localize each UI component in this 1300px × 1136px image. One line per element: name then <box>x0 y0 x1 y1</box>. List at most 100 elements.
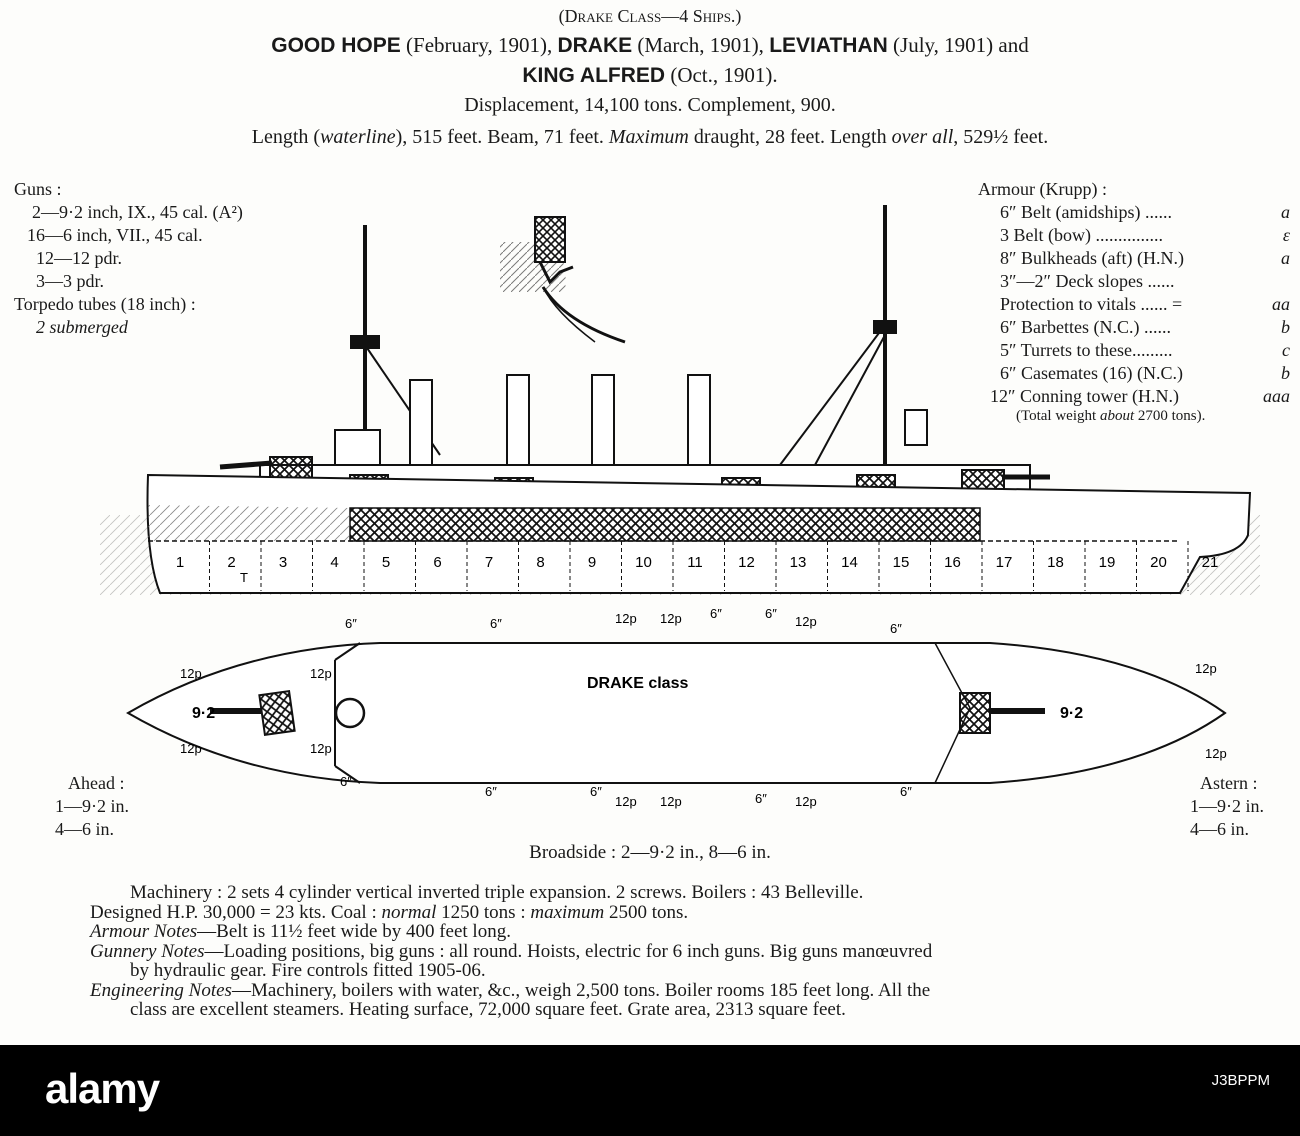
deck-plan: DRAKE class 9·2 9·2 6″ 6″ 6″ 6″ 6″ 12p 12p 12p 1… <box>126 606 1227 809</box>
ahead-guns: 1—9·2 in. 4—6 in. <box>55 795 129 841</box>
compartment-number: 3 <box>279 554 287 571</box>
gunnery-note: Gunnery Notes—Loading positions, big gun… <box>90 940 933 962</box>
gun-position-label: 12p <box>180 741 202 756</box>
compartment-number: 5 <box>382 554 390 571</box>
armour-item: Protection to vitals ...... =aa <box>978 293 1290 316</box>
armour-item-grade: aaa <box>1263 386 1290 406</box>
ahead-gun-2: 4—6 in. <box>55 819 115 839</box>
compartment-number: 20 <box>1150 554 1167 571</box>
ahead-gun-1: 1—9·2 in. <box>55 796 129 816</box>
armour-item: 6″ Casemates (16) (N.C.) b <box>978 362 1290 385</box>
aft-9-2-label: 9·2 <box>1060 705 1083 722</box>
plan-class-label: DRAKE class <box>587 675 688 692</box>
compartment-number: 7 <box>485 554 493 571</box>
engineering-note-cont: class are excellent steamers. Heating su… <box>130 999 846 1020</box>
gun-position-label: 6″ <box>890 621 902 636</box>
brand-logo: alamy <box>45 1065 160 1112</box>
ship-names-line-1: GOOD HOPE (February, 1901), DRAKE (March… <box>0 33 1300 58</box>
ahead-title: Ahead : <box>68 773 125 793</box>
compartment-number: 12 <box>738 554 755 571</box>
funnel <box>591 374 615 471</box>
gun-position-label: 6″ <box>340 774 352 789</box>
dimensions-line: Length (waterline), 515 feet. Beam, 71 f… <box>251 126 1049 148</box>
ship-date-leviathan: (July, 1901) and <box>893 33 1029 57</box>
gun-item: 2—9·2 inch, IX., 45 cal. (A²) <box>32 202 243 222</box>
gun-position-label: 6″ <box>765 606 777 621</box>
armour-total: (Total weight about 2700 tons). <box>1016 408 1206 424</box>
ship-name-drake: DRAKE <box>557 34 633 57</box>
compartment-number: 21 <box>1202 554 1219 571</box>
gun-position-label: 12p <box>615 611 637 626</box>
compartment-number: 13 <box>790 554 807 571</box>
gun-position-label: 12p <box>1205 746 1227 761</box>
armour-item-grade: b <box>1281 363 1290 383</box>
ship-name-good-hope: GOOD HOPE <box>271 34 401 57</box>
compartment-number: 6 <box>433 554 441 571</box>
stock-banner <box>0 1045 1300 1136</box>
torpedo-tube-mark: T <box>240 570 248 585</box>
gunnery-note-cont: by hydraulic gear. Fire controls fitted … <box>130 960 486 981</box>
compartment-number: 16 <box>944 554 961 571</box>
gun-item: 3—3 pdr. <box>36 271 105 291</box>
compartment-number: 17 <box>996 554 1013 571</box>
gun-position-label: 12p <box>795 794 817 809</box>
compartment-number: 4 <box>330 554 338 571</box>
gun-position-label: 12p <box>1195 661 1217 676</box>
compartment-number: 19 <box>1099 554 1116 571</box>
fore-9-2-label: 9·2 <box>192 705 215 722</box>
armour-item-label: 6″ Barbettes (N.C.) ...... <box>1000 317 1171 337</box>
ship-names-line-2: KING ALFRED (Oct., 1901). <box>0 63 1300 88</box>
ahead-block: Ahead : <box>68 772 124 795</box>
notes-block: Machinery : 2 sets 4 cylinder vertical i… <box>90 883 1270 1020</box>
compartment-number: 14 <box>841 554 858 571</box>
armour-item-grade: b <box>1281 317 1290 337</box>
guns-block: Guns : 2—9·2 inch, IX., 45 cal. (A²) 16—… <box>14 178 243 339</box>
compartment-number: 15 <box>893 554 910 571</box>
gun-position-label: 6″ <box>345 616 357 631</box>
armour-block: Armour (Krupp) : 6″ Belt (amidships) ...… <box>978 178 1290 424</box>
armour-item-grade: ε <box>1282 225 1290 245</box>
class-line: (Drake Class—4 Ships.) <box>558 6 742 26</box>
ship-date-drake: (March, 1901), <box>637 33 764 57</box>
funnel <box>409 379 433 471</box>
armour-item-grade: a <box>1281 202 1290 222</box>
funnel <box>506 374 530 471</box>
armour-item-grade: c <box>1282 340 1290 360</box>
compartment-number: 8 <box>536 554 544 571</box>
guns-title: Guns : <box>14 179 62 199</box>
armour-item: 6″ Barbettes (N.C.) ...... b <box>978 316 1290 339</box>
armour-item-label: Protection to vitals ...... = <box>1000 294 1183 314</box>
astern-title: Astern : <box>1200 773 1258 793</box>
gun-item: 12—12 pdr. <box>36 248 123 268</box>
ship-name-king-alfred: KING ALFRED <box>522 64 666 87</box>
gun-position-label: 6″ <box>590 784 602 799</box>
torpedo-detail: 2 submerged <box>36 317 128 337</box>
armour-item-label: 3 Belt (bow) ............... <box>1000 225 1163 245</box>
ship-date-good-hope: (February, 1901), <box>406 33 553 57</box>
gun-item: 16—6 inch, VII., 45 cal. <box>27 225 203 245</box>
compartment-number: 11 <box>687 554 703 571</box>
armour-item: 3 Belt (bow) ............... ε <box>978 224 1290 247</box>
image-id: J3BPPM <box>1211 1072 1270 1089</box>
armour-item: 5″ Turrets to these.........c <box>978 339 1290 362</box>
armour-note: Armour Notes—Belt is 11½ feet wide by 40… <box>90 921 511 942</box>
gun-position-label: 6″ <box>755 791 767 806</box>
secondary-gun-positions: 6″ 6″ 6″ 6″ 6″ 12p 12p 12p 12p 12p 12p 12p 12p 12p 6″ 6… <box>180 606 1227 809</box>
gun-position-label: 12p <box>310 666 332 681</box>
armour-item-label: 8″ Bulkheads (aft) (H.N.) <box>1000 248 1184 268</box>
gun-position-label: 12p <box>615 794 637 809</box>
torpedo-title: Torpedo tubes (18 inch) : <box>14 294 196 314</box>
armour-item-label: 6″ Casemates (16) (N.C.) <box>1000 363 1183 383</box>
armour-item-label: 12″ Conning tower (H.N.) <box>990 386 1179 406</box>
compartment-number: 2 <box>227 554 235 571</box>
compartment-number: 10 <box>635 554 652 571</box>
funnel <box>687 374 711 471</box>
hp-note: Designed H.P. 30,000 = 23 kts. Coal : no… <box>90 901 689 923</box>
gun-position-label: 6″ <box>490 616 502 631</box>
gun-position-label: 12p <box>660 611 682 626</box>
armour-item-label: 3″—2″ Deck slopes ...... <box>1000 271 1175 291</box>
bow-detail-inset <box>500 216 626 344</box>
gun-position-label: 12p <box>660 794 682 809</box>
armour-item-label: 6″ Belt (amidships) ...... <box>1000 202 1172 222</box>
